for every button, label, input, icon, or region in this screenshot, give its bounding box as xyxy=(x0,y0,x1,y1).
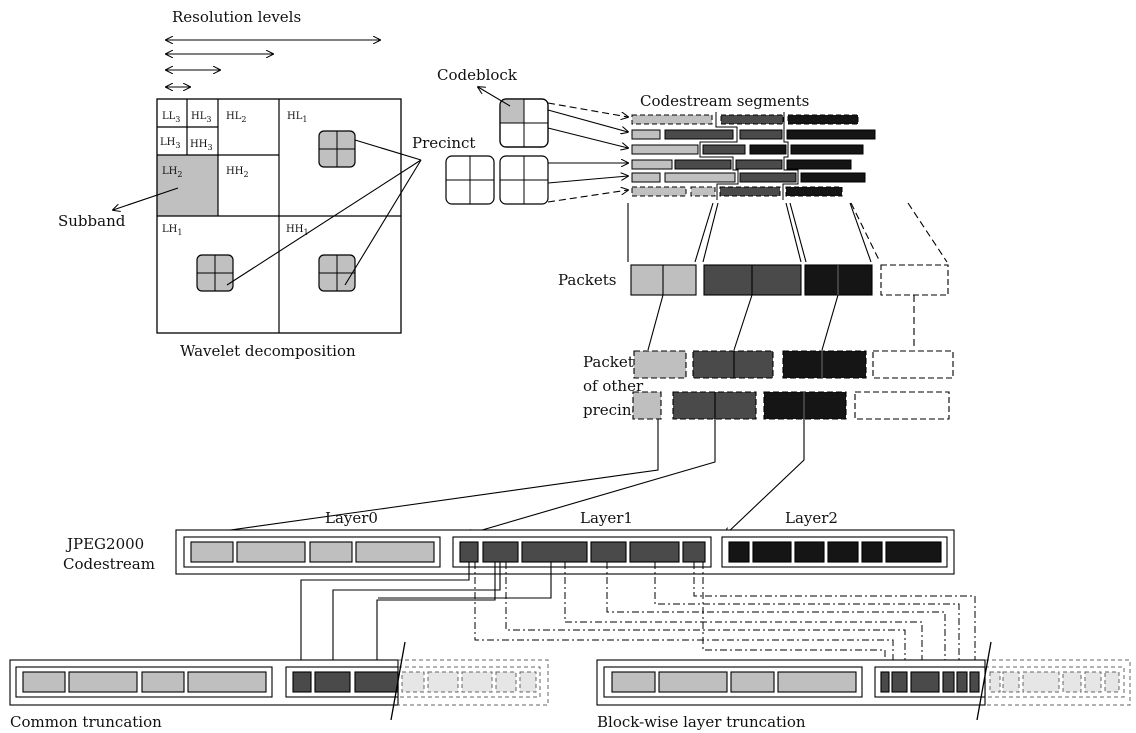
packets-other-label-1: Packets xyxy=(583,353,641,371)
precinct-label: Precinct xyxy=(412,134,475,152)
resolution-levels-label: Resolution levels xyxy=(172,8,301,26)
lh2-highlight xyxy=(157,155,218,216)
wavelet-decomposition-label: Wavelet decomposition xyxy=(180,342,356,360)
subband-hl2: HL2 xyxy=(226,111,246,124)
precinct-icon-hh1 xyxy=(318,254,356,292)
codeblock-arrow xyxy=(478,87,511,107)
codestream-segments xyxy=(631,114,876,197)
jpeg2000-codestream xyxy=(175,529,955,575)
precinct-icon-hl1 xyxy=(318,130,356,168)
layer-arrows xyxy=(195,419,805,535)
subband-lh1: LH1 xyxy=(162,224,182,237)
codestream-segments-label: Codestream segments xyxy=(640,92,809,110)
segment-arrows xyxy=(547,102,628,203)
subband-hl3: HL3 xyxy=(191,111,211,124)
common-truncation-cut xyxy=(390,641,406,721)
subband-hh1: HH1 xyxy=(286,224,309,237)
other-precinct-packets xyxy=(632,350,954,420)
blockwise-truncation-label: Block-wise layer truncation xyxy=(597,713,806,731)
common-truncated-part xyxy=(398,659,549,706)
subband-hh3: HH3 xyxy=(190,139,213,152)
subband-arrow xyxy=(113,187,179,210)
subband-label: Subband xyxy=(58,212,126,230)
codeblock-3 xyxy=(499,155,549,205)
blockwise-truncation-links xyxy=(474,562,975,668)
layer2-label: Layer2 xyxy=(785,509,838,527)
subband-lh3: LH3 xyxy=(160,137,180,150)
blockwise-truncated-part xyxy=(985,659,1131,706)
blockwise-truncation-cut xyxy=(976,641,992,721)
precinct-pointer-lines xyxy=(226,139,422,286)
packet-funnels xyxy=(627,202,948,263)
common-truncation-label: Common truncation xyxy=(10,713,162,731)
precinct-icon-lh1 xyxy=(196,254,234,292)
codeblock-1 xyxy=(499,98,549,148)
subband-ll3: LL3 xyxy=(162,111,180,124)
packet-empty xyxy=(880,264,949,296)
layer1-label: Layer1 xyxy=(580,509,633,527)
resolution-arrows xyxy=(166,40,380,87)
subband-hh2: HH2 xyxy=(226,166,249,179)
packets-row xyxy=(630,264,949,296)
packet-links xyxy=(647,294,915,351)
jpeg2000-label-1: JPEG2000 xyxy=(65,535,144,553)
common-truncation-links xyxy=(301,562,552,668)
codeblock-2 xyxy=(445,155,495,205)
wavelet-decomposition: LL3 HL3 LH3 HH3 HL2 LH2 HH2 HL1 LH1 HH1 xyxy=(156,98,402,334)
layer-boundaries xyxy=(699,112,799,200)
blockwise-truncation-stream xyxy=(596,659,986,706)
layer0-label: Layer0 xyxy=(325,509,378,527)
subband-hl1: HL1 xyxy=(287,111,307,124)
subband-lh2: LH2 xyxy=(162,166,182,179)
codeblock-label: Codeblock xyxy=(437,66,518,84)
precinct-detail xyxy=(445,98,549,205)
packets-label: Packets xyxy=(558,271,616,289)
common-truncation-stream xyxy=(9,659,399,706)
packets-other-label-2: of other xyxy=(583,377,644,395)
jpeg2000-label-2: Codestream xyxy=(63,555,155,573)
